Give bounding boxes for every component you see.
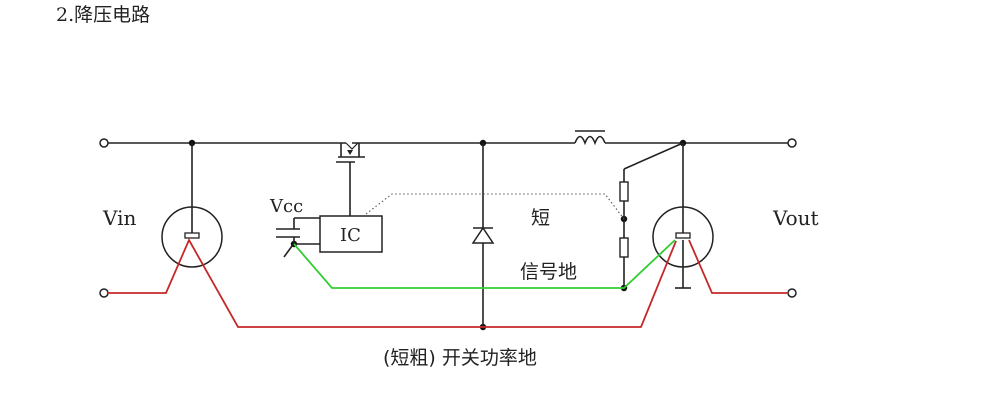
vcc-capacitor: Vcc [269, 196, 320, 258]
feedback-divider [619, 142, 684, 288]
signal-ground-trace [293, 239, 676, 289]
mosfet-switch [336, 142, 365, 216]
vout-plus-terminal [787, 138, 797, 148]
ic-label: IC [340, 225, 361, 246]
output-capacitor [652, 143, 714, 289]
short-label: 短 [531, 207, 550, 229]
inductor [574, 130, 606, 146]
input-capacitor [161, 143, 223, 268]
vout-minus-terminal [787, 288, 797, 298]
power-ground-label: (短粗) 开关功率地 [383, 347, 537, 369]
feedback-trace-dotted [365, 193, 625, 220]
vin-minus-terminal [99, 288, 109, 298]
vin-label: Vin [102, 206, 136, 230]
vout-label: Vout [772, 206, 819, 230]
ic-block: IC [319, 215, 383, 253]
signal-ground-label: 信号地 [520, 261, 577, 283]
vin-plus-terminal [99, 138, 109, 148]
vcc-label: Vcc [269, 196, 303, 217]
section-heading: 2.降压电路 [56, 4, 151, 26]
junction-dots [188, 139, 687, 331]
freewheel-diode [471, 143, 495, 327]
power-ground-trace [108, 237, 788, 328]
